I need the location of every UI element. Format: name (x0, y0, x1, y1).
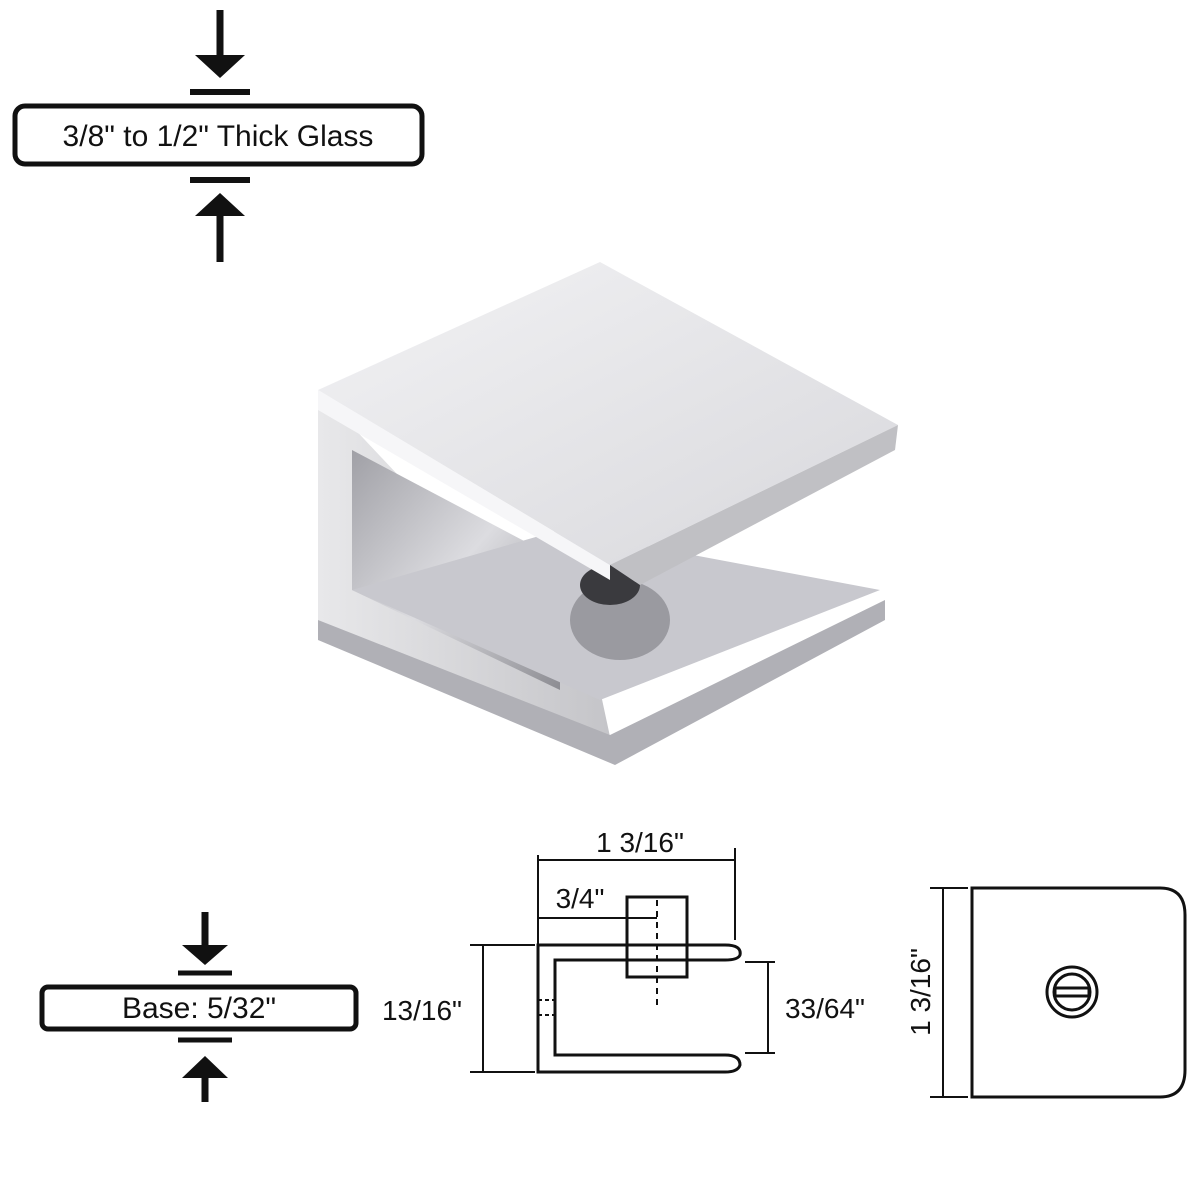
side-view-drawing (470, 848, 775, 1074)
base-label: Base: 5/32" (122, 992, 276, 1025)
opening-label: 33/64" (785, 993, 865, 1024)
screw-offset-label: 3/4" (556, 883, 605, 914)
overall-width-label: 1 3/16" (596, 827, 684, 858)
base-thickness-indicator: Base: 5/32" (39, 912, 359, 1102)
glass-thickness-indicator: 3/8" to 1/2" Thick Glass (12, 10, 425, 262)
glass-thickness-label: 3/8" to 1/2" Thick Glass (63, 120, 374, 153)
overall-height-label: 13/16" (382, 995, 462, 1026)
screw-head-icon (1045, 965, 1099, 1019)
glass-clamp-product-image (318, 262, 898, 765)
front-view-drawing (930, 886, 1187, 1099)
front-height-label: 1 3/16" (905, 948, 936, 1036)
base-label-box (39, 984, 359, 1032)
glass-label-box (12, 103, 425, 167)
